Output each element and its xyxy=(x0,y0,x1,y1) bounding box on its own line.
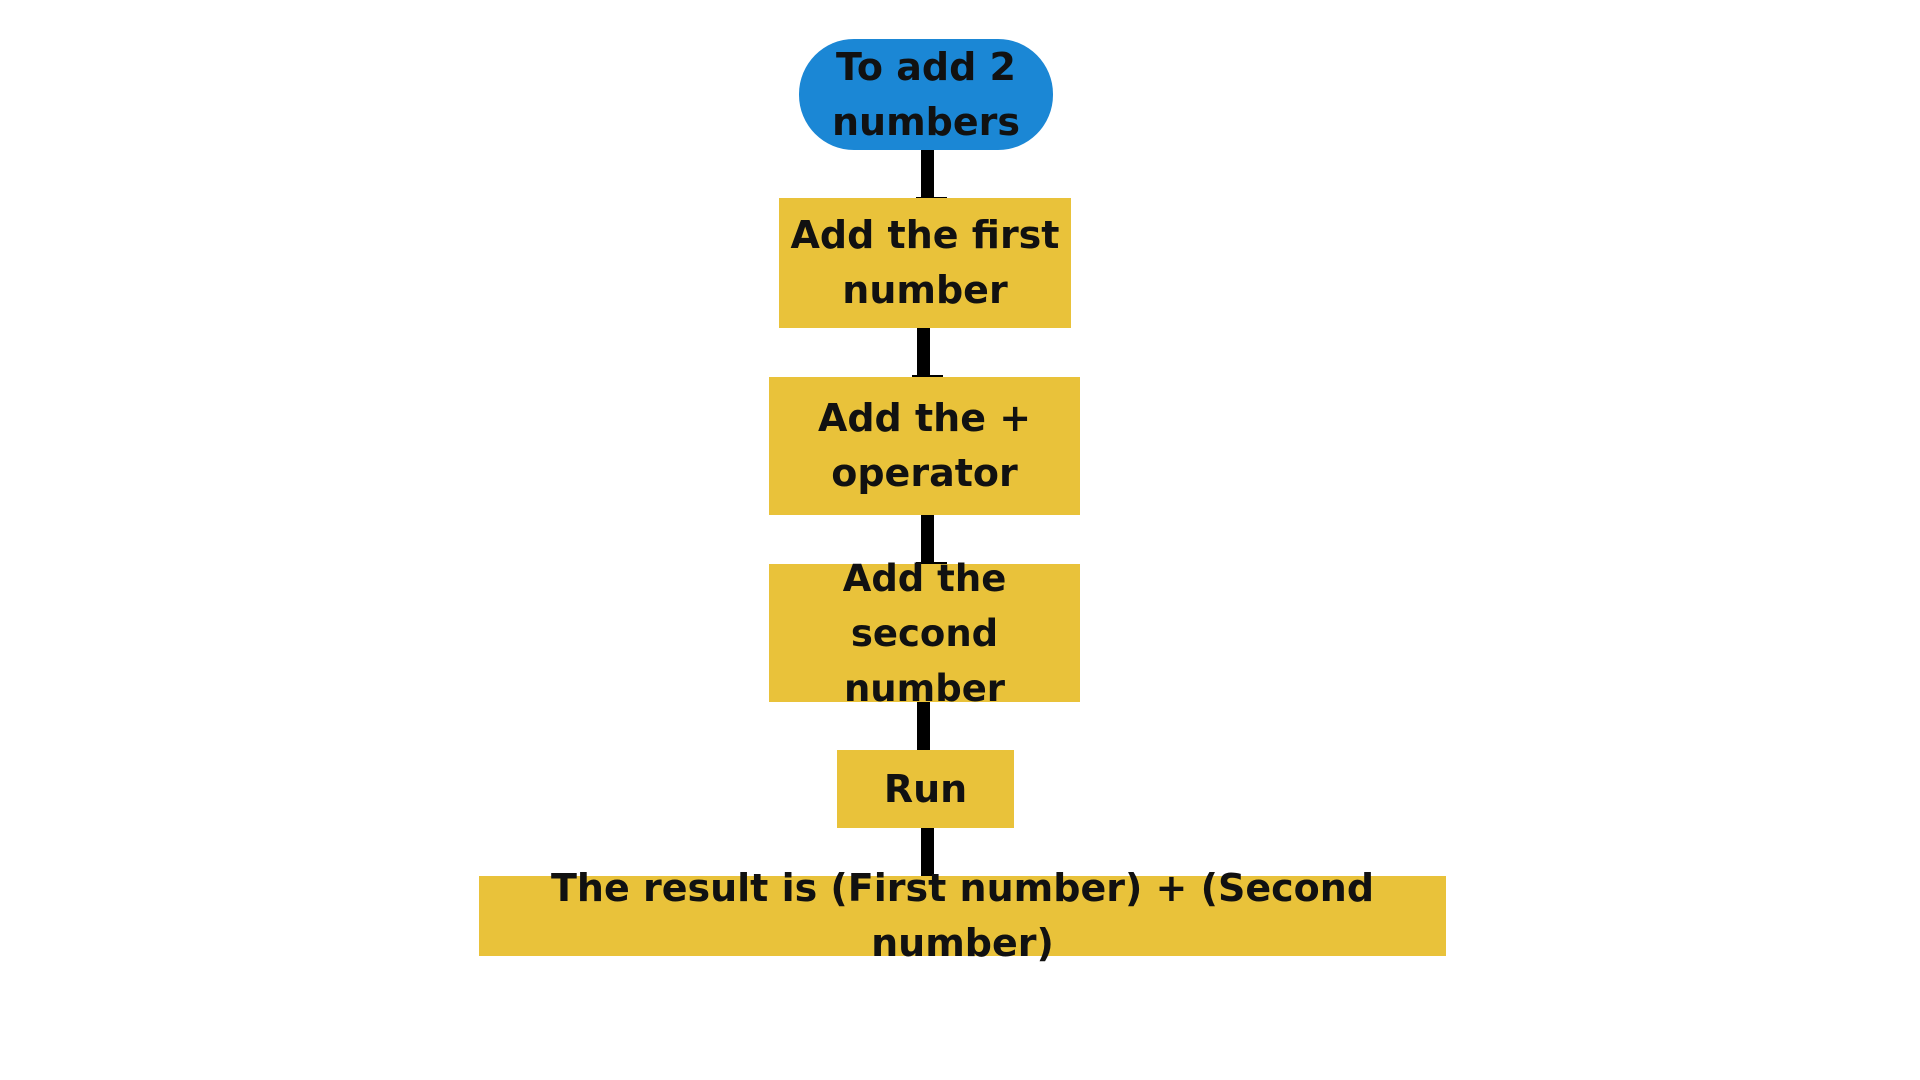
connector-operator-to-second xyxy=(921,515,934,565)
step-add-first-number-line-1: Add the first xyxy=(790,213,1060,257)
step-run-label: Run xyxy=(883,766,968,811)
connector-second-to-run xyxy=(917,702,930,752)
step-add-operator-line-1: Add the + xyxy=(817,396,1032,440)
step-add-operator: Add the + operator xyxy=(769,377,1080,515)
connector-run-to-result xyxy=(921,828,934,878)
step-add-operator-line-2: operator xyxy=(831,451,1018,495)
start-node-line-1: To add 2 xyxy=(836,44,1016,89)
connector-start-to-first xyxy=(921,150,934,200)
step-add-first-number-line-2: number xyxy=(842,268,1008,312)
connector-first-to-operator xyxy=(917,328,930,378)
connector-cap xyxy=(912,375,943,377)
result-node: The result is (First number) + (Second n… xyxy=(479,866,1446,965)
step-add-second-number: Add the second number xyxy=(769,557,1080,710)
step-run: Run xyxy=(837,750,1014,828)
step-add-second-number-line-2: number xyxy=(843,666,1006,710)
start-node: To add 2 numbers xyxy=(799,39,1053,150)
start-node-line-2: numbers xyxy=(831,99,1021,144)
step-add-second-number-line-1: Add the second xyxy=(842,556,1007,655)
step-add-first-number: Add the first number xyxy=(779,198,1071,328)
connector-cap xyxy=(916,562,947,564)
result-node-label: The result is (First number) + (Second n… xyxy=(550,866,1375,965)
